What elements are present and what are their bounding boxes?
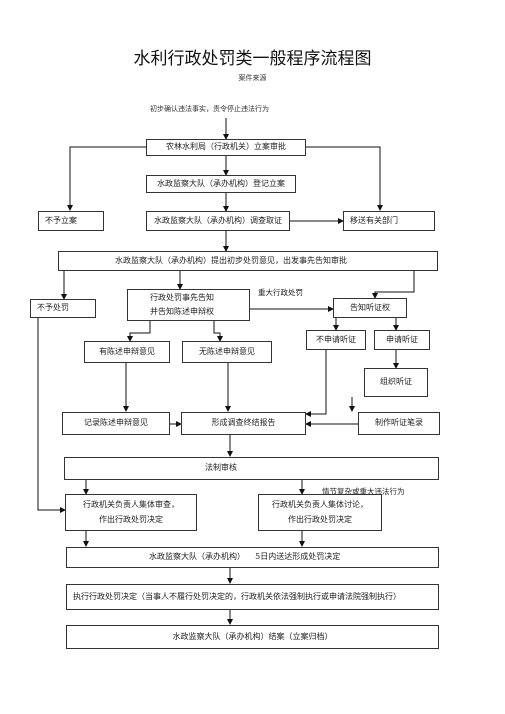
prior-notice-line2: 并告知陈述申辩权 (150, 307, 214, 316)
case-closed-box: 水政监察大队（承办机构）结案（立案归档） (66, 625, 439, 649)
case-source-label: 案件来源 (238, 74, 267, 82)
arrow-nopenalty-to-collectivereview (37, 318, 66, 513)
arrow-filing-to-nofiling (67, 146, 146, 211)
arrow-filing-to-transfer (306, 146, 383, 211)
collective-review-box: 行政机关负责人集体审查， 作出行政处罚决定 (65, 494, 197, 531)
apply-hearing-box: 申请听证 (374, 330, 430, 350)
filing-review-box: 农林水利局（行政机关）立案审批 (146, 139, 306, 156)
arrow-preliminary-to-hearingnotice (372, 271, 415, 299)
collective-discuss-line1: 行政机关负责人集体讨论， (272, 500, 368, 510)
execute-decision-box: 执行行政处罚决定（当事人不履行处罚决定的，行政机关依法强制执行或申请法院强制执行… (66, 584, 439, 610)
prior-notice-line1: 行政处罚事先告知 (150, 293, 214, 303)
preliminary-opinion-box: 水政监察大队（承办机构）提出初步处罚意见，出发事先告知审批 (58, 251, 438, 271)
hearing-notice-box: 告知听证权 (333, 298, 407, 318)
collective-discuss-line2: 作出行政处罚决定 (288, 514, 352, 524)
record-defense-box: 记录陈述申辩意见 (62, 412, 170, 435)
collective-review-line2: 作出行政处罚决定 (99, 514, 163, 524)
page-title: 水利行政处罚类一般程序流程图 (133, 49, 372, 69)
investigate-box: 水政监察大队（承办机构）调查取证 (146, 211, 290, 231)
organize-hearing-box: 组织听证 (364, 368, 428, 397)
has-defense-box: 有陈述申辩意见 (84, 341, 170, 363)
no-filing-box: 不予立案 (38, 211, 104, 231)
major-case-label: 重大行政处罚 (258, 288, 303, 297)
no-penalty-box: 不予处罚 (30, 299, 96, 318)
complex-case-label: 情节复杂或重大违法行为 (322, 487, 405, 496)
collective-discuss-box: 行政机关负责人集体讨论， 作出行政处罚决定 (258, 494, 382, 531)
arrow-nohearing-to-finalreport (305, 350, 327, 417)
final-report-box: 形成调查终结报告 (181, 412, 306, 435)
register-box: 水政监察大队（承办机构）登记立案 (146, 175, 296, 193)
arrow-notice-to-nodefense (213, 321, 223, 342)
no-hearing-box: 不申请听证 (306, 330, 366, 350)
preliminary-note: 初步确认违法事实，责令停止违法行为 (150, 105, 269, 113)
collective-review-line1: 行政机关负责人集体审查， (83, 500, 179, 510)
no-defense-box: 无陈述申辩意见 (182, 341, 272, 363)
legal-review-box: 法制审核 (64, 457, 439, 480)
deliver-decision-box: 水政监察大队（承办机构） 5日内送达形成处罚决定 (66, 547, 439, 568)
arrow-notice-to-hasdefense (127, 321, 151, 342)
hearing-record-box: 制作听证笔录 (358, 412, 440, 435)
transfer-box: 移送有关部门 (343, 211, 435, 231)
prior-notice-box: 行政处罚事先告知 并告知陈述申辩权 (127, 289, 250, 321)
